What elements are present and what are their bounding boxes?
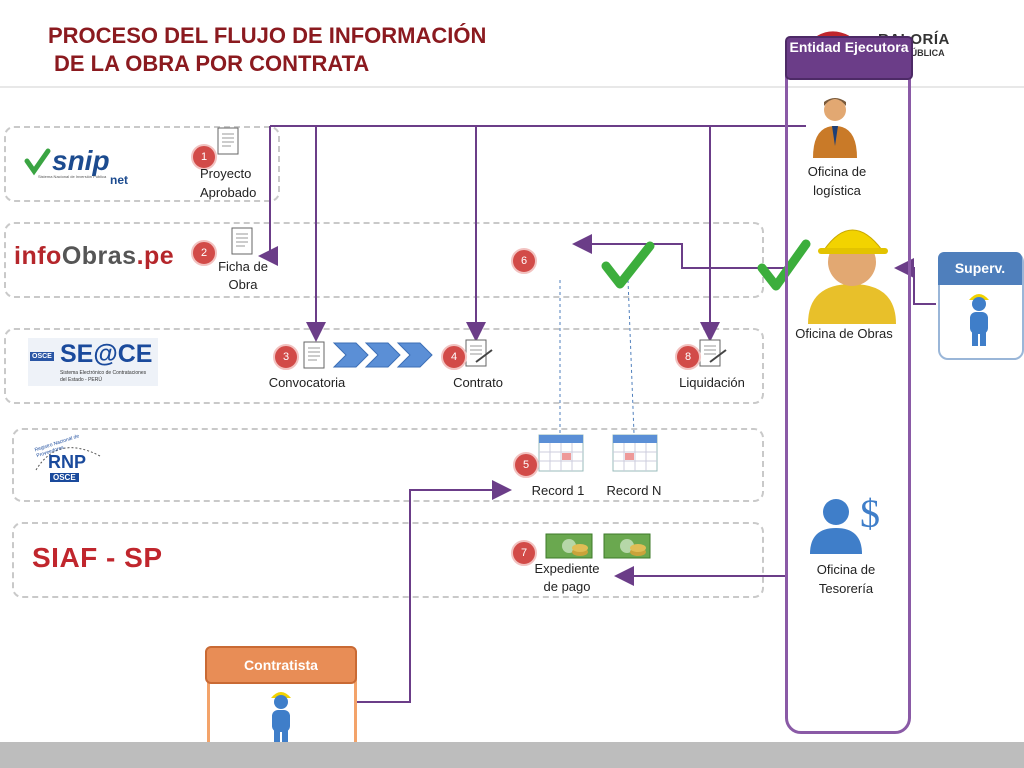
document-icon xyxy=(303,341,325,369)
rnp-name: RNP xyxy=(48,452,87,472)
document-signed-icon xyxy=(465,339,493,367)
person-icon xyxy=(810,499,862,554)
step-label-2: Ficha de Obra xyxy=(218,259,268,292)
rnp-arc-icon xyxy=(35,447,101,471)
seace-logo: OSCE SE@CE Sistema Electrónico de Contra… xyxy=(28,338,158,386)
infobras-part-2: Obras xyxy=(61,242,137,270)
band-seace xyxy=(4,328,764,404)
step-badge-7: 7 xyxy=(511,540,537,566)
step-badge-3: 3 xyxy=(273,344,299,370)
step-badge-1: 1 xyxy=(191,144,217,170)
step-label-4: Contrato xyxy=(453,375,503,390)
infobras-logo: infoObras.pe xyxy=(14,242,174,271)
chevron-icon xyxy=(332,342,369,368)
checkmark-icon xyxy=(601,241,655,289)
document-signed-icon xyxy=(699,339,727,367)
arrow-obras-to-infobras xyxy=(572,234,786,269)
band-snip xyxy=(4,126,280,202)
page-title: PROCESO DEL FLUJO DE INFORMACIÓN DE LA O… xyxy=(48,22,486,78)
chevron-icon xyxy=(396,342,433,368)
header-divider xyxy=(0,86,1024,88)
arrow-supervisor-to-obras xyxy=(894,258,936,305)
footer-bar xyxy=(0,742,1024,768)
snip-name: snip xyxy=(52,145,110,176)
arrow-to-ficha xyxy=(258,126,278,266)
step-label-1: Proyecto Aprobado xyxy=(200,166,257,200)
seace-sub-1: Sistema Electrónico de Contrataciones xyxy=(60,370,147,376)
office-logistica: Oficina de logística xyxy=(807,164,867,198)
money-icon xyxy=(545,533,593,559)
arrow-contratista-to-rnp xyxy=(352,480,512,703)
document-icon xyxy=(217,127,239,155)
step-badge-4: 4 xyxy=(441,344,467,370)
step-badge-8: 8 xyxy=(675,344,701,370)
rnp-badge: OSCE xyxy=(50,473,79,482)
siaf-logo: SIAF - SP xyxy=(32,542,163,573)
supervisor-label: Superv. xyxy=(938,252,1022,285)
seace-name: SE@CE xyxy=(60,340,153,368)
step-badge-5: 5 xyxy=(513,452,539,478)
step-badge-2: 2 xyxy=(191,240,217,266)
money-icon xyxy=(603,533,651,559)
snip-logo: snip net Sistema Nacional de Inversión P… xyxy=(24,145,134,191)
record-last-label: Record N xyxy=(606,483,662,498)
snip-sub: net xyxy=(110,173,128,187)
snip-tagline: Sistema Nacional de Inversión Pública xyxy=(38,174,107,179)
infobras-part-3: .pe xyxy=(136,242,175,270)
band-siaf xyxy=(12,522,764,598)
calendar-icon xyxy=(538,434,584,472)
band-infobras xyxy=(4,222,764,298)
seace-badge: OSCE xyxy=(30,352,54,361)
snip-check-icon xyxy=(24,148,51,176)
contractor-label: Contratista xyxy=(205,646,357,684)
entity-label: Entidad Ejecutora xyxy=(785,36,913,80)
step-label-7: Expediente de pago xyxy=(534,561,600,594)
step-label-8: Liquidación xyxy=(679,375,745,390)
checkmark-icon xyxy=(757,239,811,291)
dashed-link-record-n xyxy=(627,279,635,435)
band-rnp xyxy=(12,428,764,502)
office-tesoreria: Oficina de Tesorería xyxy=(816,562,876,596)
title-line-2: DE LA OBRA POR CONTRATA xyxy=(54,51,370,76)
office-obras: Oficina de Obras xyxy=(795,326,893,341)
record-first-label: Record 1 xyxy=(531,483,585,498)
infobras-part-1: info xyxy=(14,242,62,270)
dollar-icon: $ xyxy=(860,491,880,536)
seace-sub-2: del Estado - PERÚ xyxy=(60,377,102,383)
rnp-logo: Registro Nacional de Proveedores RNP OSC… xyxy=(28,433,108,488)
chevron-icon xyxy=(364,342,401,368)
calendar-icon xyxy=(612,434,658,472)
step-label-3: Convocatoria xyxy=(268,375,346,390)
worker-icon xyxy=(271,692,291,744)
worker-icon xyxy=(808,229,896,324)
worker-icon xyxy=(969,294,989,346)
document-icon xyxy=(231,227,253,255)
step-badge-6: 6 xyxy=(511,248,537,274)
person-icon xyxy=(813,98,857,158)
title-line-1: PROCESO DEL FLUJO DE INFORMACIÓN xyxy=(48,23,487,48)
